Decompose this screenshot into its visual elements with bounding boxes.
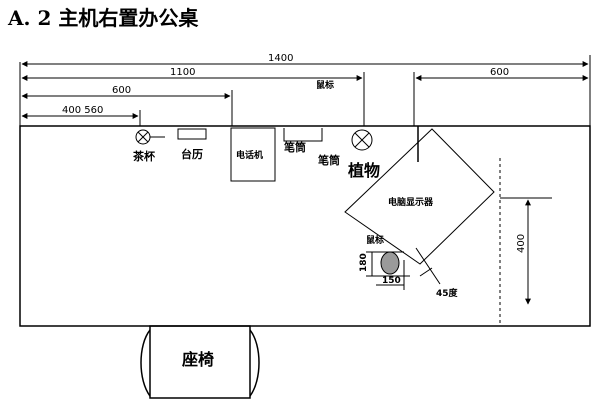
- mouse-h-label: 180: [359, 253, 369, 272]
- mouse-w-label: 150: [382, 276, 401, 286]
- tea-cup-label: 茶杯: [132, 149, 156, 163]
- mouse-top-label: 鼠标: [316, 79, 334, 91]
- pen-holder-1-label: 笔筒: [284, 140, 306, 154]
- calendar-label: 台历: [181, 147, 203, 161]
- monitor-icon: [344, 128, 495, 265]
- dimension-lines: [19, 55, 591, 126]
- calendar-icon: [177, 128, 207, 140]
- chair-icon: [140, 325, 260, 399]
- angle-line: [415, 247, 441, 285]
- dim-1400-label: 1400: [268, 53, 293, 64]
- pen-holder-icon: [283, 128, 323, 142]
- tea-cup-icon: [135, 129, 165, 145]
- desk-outline: [19, 125, 591, 327]
- page-title: A. 2 主机右置办公桌: [8, 6, 199, 30]
- monitor-label: 电脑显示器: [388, 196, 434, 208]
- angle-tick: [419, 267, 433, 277]
- dim-depth-label: 400: [516, 234, 527, 253]
- dim-1100-label: 1100: [170, 67, 195, 78]
- mouse-icon: [380, 251, 400, 275]
- telephone-icon: [230, 127, 276, 182]
- plant-icon: [351, 129, 373, 151]
- telephone-label: 电话机: [236, 149, 263, 161]
- dim-right-600-label: 600: [490, 67, 509, 78]
- mouse-lower-label: 鼠标: [366, 234, 384, 246]
- plant-label: 植物: [347, 161, 380, 180]
- dim-left-600-label: 600: [112, 85, 131, 96]
- dim-400-560-label: 400 560: [62, 105, 103, 116]
- angle-label: 45度: [436, 287, 459, 299]
- chair-label: 座椅: [181, 350, 214, 369]
- pen-holder-2-label: 笔筒: [318, 153, 340, 167]
